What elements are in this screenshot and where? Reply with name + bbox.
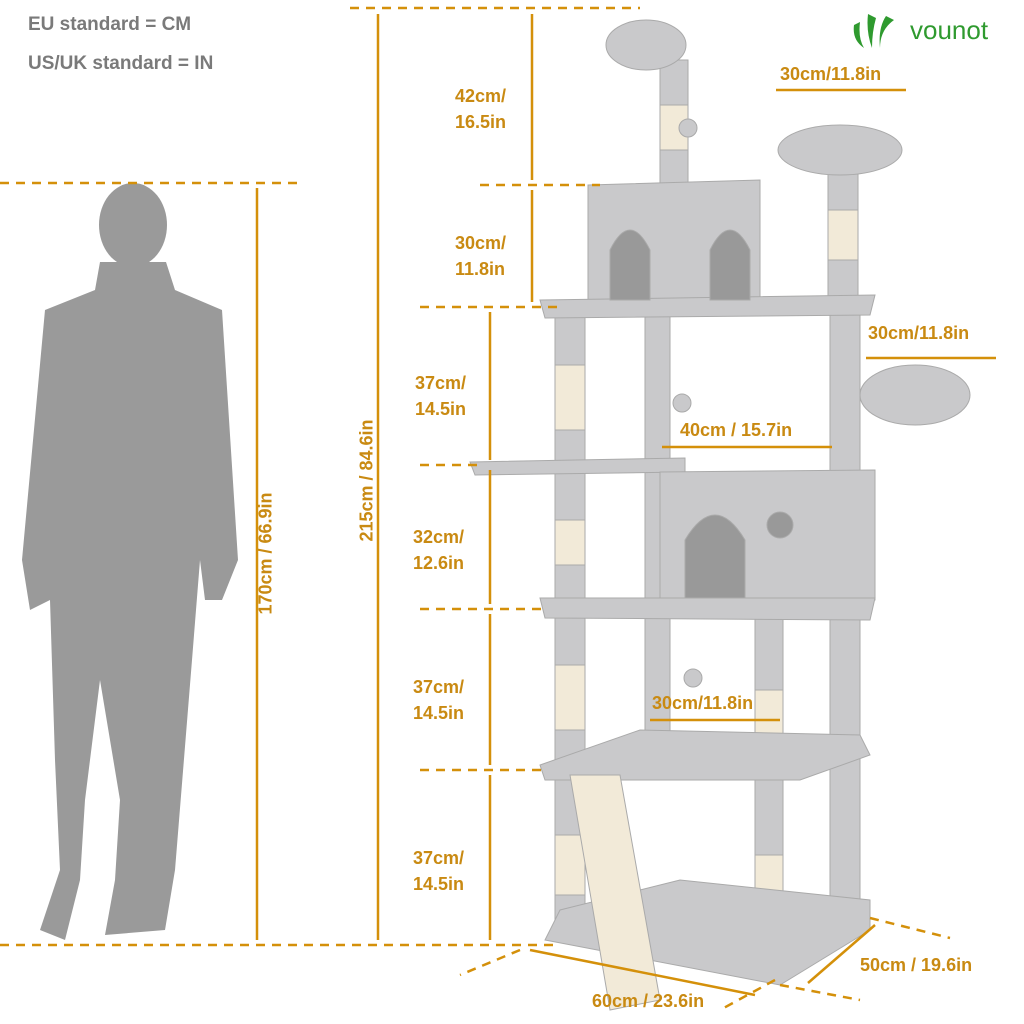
height-label-base: 37cm/14.5in [413, 848, 465, 894]
brand-logo: vounot [850, 10, 988, 50]
leaf-logo-icon [853, 14, 894, 48]
dimension-lines [0, 6, 996, 1012]
height-label-level-5: 37cm/14.5in [413, 677, 465, 723]
condo-width-label: 40cm / 15.7in [680, 420, 793, 440]
hammock-width-label: 30cm/11.8in [868, 323, 970, 343]
base-width-label: 60cm / 23.6in [592, 991, 705, 1011]
person-height-label: 170cm / 66.9in [255, 492, 276, 615]
basket-width-label: 30cm/11.8in [652, 693, 754, 713]
height-label-top-perch: 42cm/16.5in [455, 86, 507, 132]
person-silhouette [22, 183, 238, 940]
total-height-label: 215cm / 84.6in [356, 419, 377, 542]
brand-name: vounot [910, 14, 989, 45]
height-label-top-condo: 30cm/11.8in [455, 233, 507, 279]
height-label-level-3: 37cm/14.5in [415, 373, 467, 419]
top-perch-width-label: 30cm/11.8in [780, 64, 882, 84]
height-label-level-4: 32cm/12.6in [413, 527, 465, 573]
cat-tree [469, 19, 971, 1011]
base-depth-label: 50cm / 19.6in [860, 955, 973, 975]
us-standard-note: US/UK standard = IN [28, 53, 214, 74]
eu-standard-note: EU standard = CM [28, 14, 192, 35]
